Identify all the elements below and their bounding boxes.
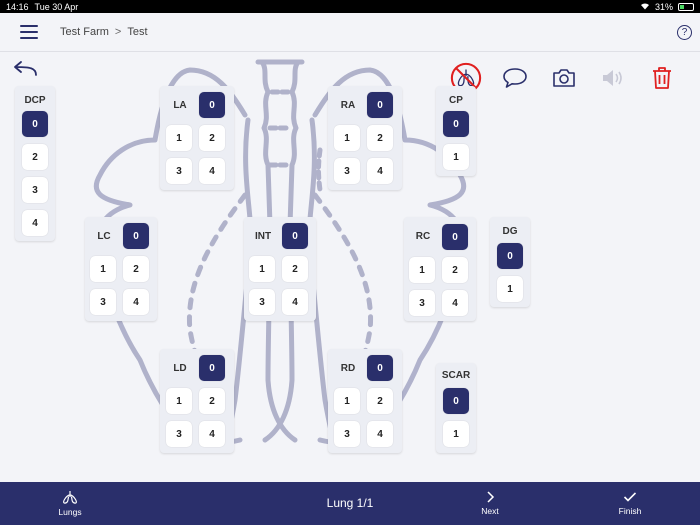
score-button-ld-1[interactable]: 1 xyxy=(166,388,192,414)
section-title-la: LA xyxy=(173,100,187,111)
breadcrumb-test: Test xyxy=(127,26,148,38)
battery-percent: 31% xyxy=(654,1,673,12)
score-button-lc-4[interactable]: 4 xyxy=(123,289,149,315)
score-button-rc-2[interactable]: 2 xyxy=(442,257,468,283)
breadcrumb-separator: > xyxy=(114,26,122,38)
score-button-rd-1[interactable]: 1 xyxy=(334,388,360,414)
score-button-lc-0[interactable]: 0 xyxy=(123,223,149,249)
score-button-cp-0[interactable]: 0 xyxy=(443,111,469,137)
score-button-rd-3[interactable]: 3 xyxy=(334,421,360,447)
section-title-rc: RC xyxy=(415,231,431,242)
section-title-ld: LD xyxy=(173,363,187,374)
score-button-rc-3[interactable]: 3 xyxy=(409,290,435,316)
score-button-ld-2[interactable]: 2 xyxy=(199,388,225,414)
section-title-rd: RD xyxy=(340,363,356,374)
score-button-la-1[interactable]: 1 xyxy=(166,125,192,151)
lung-counter: Lung 1/1 xyxy=(326,496,374,510)
score-button-rc-0[interactable]: 0 xyxy=(442,224,468,250)
score-button-rc-1[interactable]: 1 xyxy=(409,257,435,283)
score-button-ld-4[interactable]: 4 xyxy=(199,421,225,447)
score-button-rd-2[interactable]: 2 xyxy=(367,388,393,414)
chevron-right-icon xyxy=(487,491,495,503)
speaker-icon[interactable] xyxy=(597,62,629,94)
section-title-cp: CP xyxy=(449,95,463,106)
back-arrow-icon[interactable] xyxy=(12,60,38,80)
finish-button[interactable]: Finish xyxy=(610,482,650,525)
score-button-ra-1[interactable]: 1 xyxy=(334,125,360,151)
section-title-dg: DG xyxy=(502,226,518,237)
score-button-rc-4[interactable]: 4 xyxy=(442,290,468,316)
lungs-button[interactable]: Lungs xyxy=(50,482,90,525)
section-card-dg: DG 0 1 xyxy=(490,217,530,307)
status-time: 14:16 xyxy=(6,1,29,12)
score-button-rd-0[interactable]: 0 xyxy=(367,355,393,381)
score-button-cp-1[interactable]: 1 xyxy=(443,144,469,170)
section-card-lc: LC 0 1 2 3 4 xyxy=(85,217,157,321)
score-button-la-0[interactable]: 0 xyxy=(199,92,225,118)
camera-icon[interactable] xyxy=(548,62,580,94)
section-card-rd: RD 0 1 2 3 4 xyxy=(328,349,402,453)
score-button-ra-2[interactable]: 2 xyxy=(367,125,393,151)
wifi-icon xyxy=(640,2,650,12)
score-button-ra-3[interactable]: 3 xyxy=(334,158,360,184)
score-button-la-3[interactable]: 3 xyxy=(166,158,192,184)
breadcrumb: Test Farm > Test xyxy=(60,26,148,38)
score-button-scar-0[interactable]: 0 xyxy=(443,388,469,414)
score-button-dg-0[interactable]: 0 xyxy=(497,243,523,269)
score-button-dg-1[interactable]: 1 xyxy=(497,276,523,302)
score-button-ra-4[interactable]: 4 xyxy=(367,158,393,184)
section-card-int: INT 0 1 2 3 4 xyxy=(244,217,316,321)
score-button-int-2[interactable]: 2 xyxy=(282,256,308,282)
score-button-la-2[interactable]: 2 xyxy=(199,125,225,151)
section-title-scar: SCAR xyxy=(441,370,471,381)
score-button-lc-1[interactable]: 1 xyxy=(90,256,116,282)
score-button-scar-1[interactable]: 1 xyxy=(443,421,469,447)
section-card-la: LA 0 1 2 3 4 xyxy=(160,86,234,190)
score-button-dcp-3[interactable]: 3 xyxy=(22,177,48,203)
score-button-ra-0[interactable]: 0 xyxy=(367,92,393,118)
section-card-rc: RC 0 1 2 3 4 xyxy=(404,217,476,321)
score-button-int-0[interactable]: 0 xyxy=(282,223,308,249)
score-button-dcp-2[interactable]: 2 xyxy=(22,144,48,170)
section-card-ra: RA 0 1 2 3 4 xyxy=(328,86,402,190)
battery-icon xyxy=(678,2,694,11)
finish-label: Finish xyxy=(618,506,642,516)
bottom-nav-bar: Lungs Lung 1/1 Next Finish xyxy=(0,482,700,525)
score-button-dcp-0[interactable]: 0 xyxy=(22,111,48,137)
score-button-lc-3[interactable]: 3 xyxy=(90,289,116,315)
score-button-rd-4[interactable]: 4 xyxy=(367,421,393,447)
section-card-dcp: DCP 0 2 3 4 xyxy=(15,86,55,241)
score-button-ld-3[interactable]: 3 xyxy=(166,421,192,447)
score-button-lc-2[interactable]: 2 xyxy=(123,256,149,282)
score-button-dcp-4[interactable]: 4 xyxy=(22,210,48,236)
section-title-dcp: DCP xyxy=(24,95,46,106)
section-title-lc: LC xyxy=(97,231,111,242)
status-date: Tue 30 Apr xyxy=(34,1,79,12)
breadcrumb-farm[interactable]: Test Farm xyxy=(60,26,109,38)
section-title-ra: RA xyxy=(340,100,356,111)
next-label: Next xyxy=(481,506,499,516)
lungs-icon xyxy=(63,491,77,504)
checkmark-icon xyxy=(623,492,637,502)
section-card-cp: CP 0 1 xyxy=(436,86,476,176)
score-button-int-4[interactable]: 4 xyxy=(282,289,308,315)
comment-icon[interactable] xyxy=(499,62,531,94)
section-card-scar: SCAR 0 1 xyxy=(436,363,476,453)
next-button[interactable]: Next xyxy=(470,482,510,525)
hamburger-menu-icon[interactable] xyxy=(20,25,38,39)
section-title-int: INT xyxy=(254,231,272,242)
score-button-int-1[interactable]: 1 xyxy=(249,256,275,282)
score-button-ld-0[interactable]: 0 xyxy=(199,355,225,381)
status-bar: 14:16 Tue 30 Apr 31% xyxy=(0,0,700,13)
section-card-ld: LD 0 1 2 3 4 xyxy=(160,349,234,453)
lungs-label: Lungs xyxy=(58,507,82,517)
trash-icon[interactable] xyxy=(646,62,678,94)
app-header: Test Farm > Test ? xyxy=(0,13,700,52)
score-button-la-4[interactable]: 4 xyxy=(199,158,225,184)
score-button-int-3[interactable]: 3 xyxy=(249,289,275,315)
help-icon[interactable]: ? xyxy=(677,25,692,40)
